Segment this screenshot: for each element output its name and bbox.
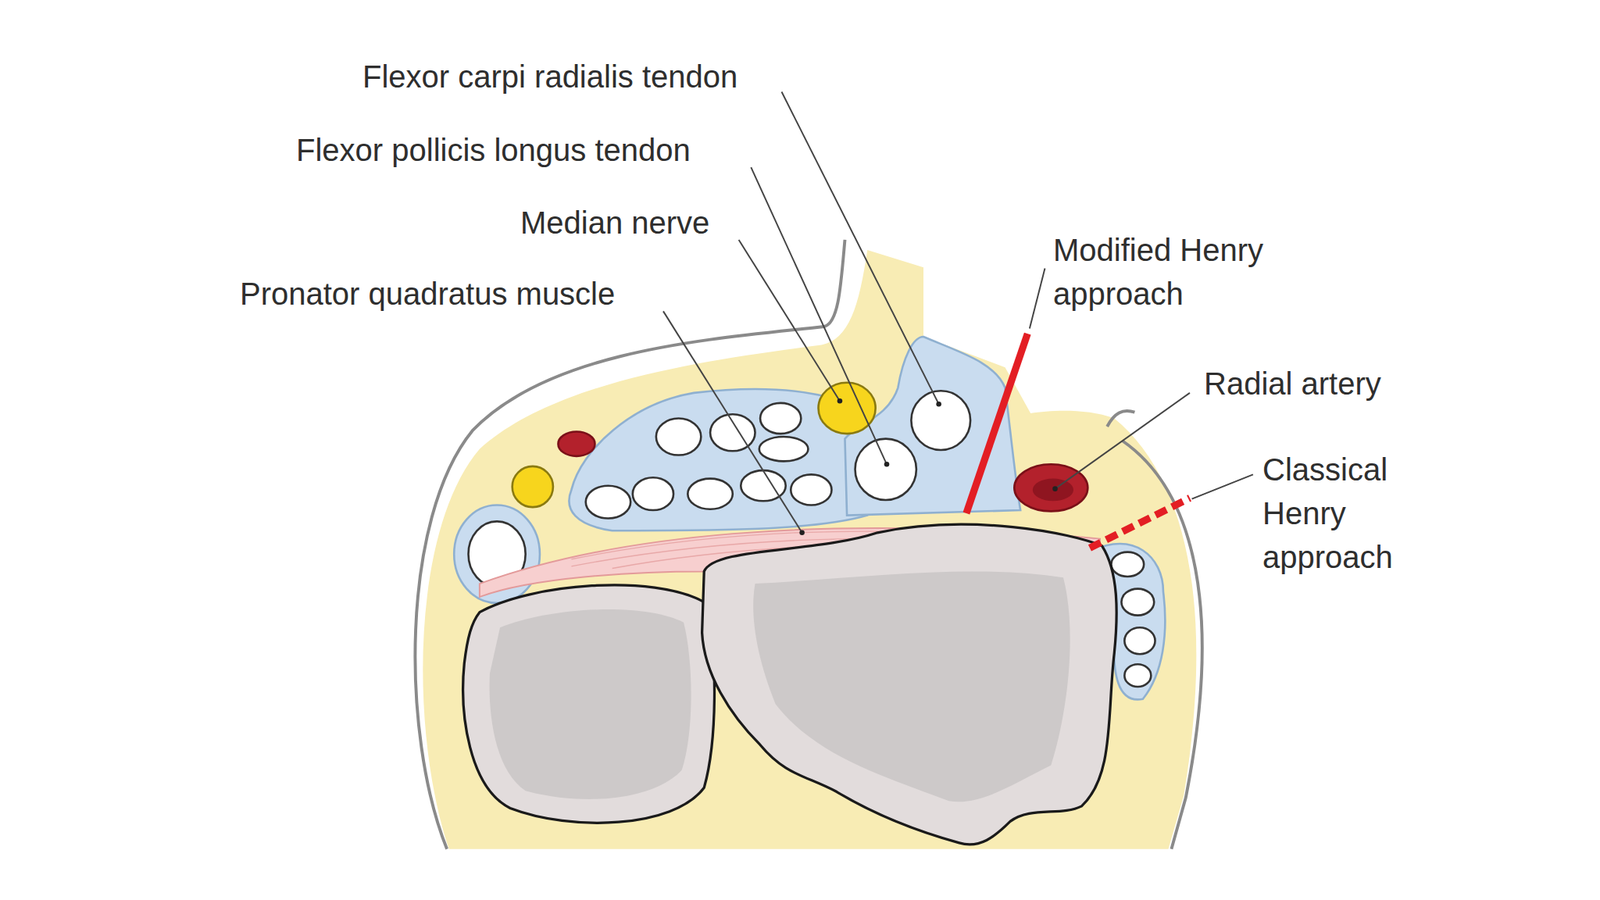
leader-dot bbox=[935, 401, 942, 408]
radius-bone bbox=[702, 524, 1118, 845]
leader-line bbox=[750, 167, 887, 465]
radial-artery bbox=[1014, 464, 1088, 511]
leader-dot bbox=[837, 398, 843, 404]
tendon bbox=[1124, 627, 1155, 654]
leader-dot bbox=[1052, 485, 1058, 492]
tendon bbox=[656, 418, 701, 456]
anatomy-label: Pronator quadratus muscle bbox=[239, 271, 615, 316]
leader-line bbox=[781, 92, 939, 405]
tendon bbox=[790, 474, 832, 505]
anatomy-label: Radial artery bbox=[1203, 361, 1382, 406]
leader-line bbox=[739, 239, 840, 401]
ulnar-artery bbox=[557, 431, 595, 456]
leader-line bbox=[663, 310, 803, 533]
skin-outline bbox=[1107, 410, 1135, 427]
tendon bbox=[585, 485, 631, 519]
anatomy-label: Median nerve bbox=[520, 200, 710, 245]
radius-cancellous bbox=[753, 571, 1071, 802]
leader-line bbox=[1055, 392, 1190, 490]
anatomy-label: Flexor pollicis longus tendon bbox=[296, 128, 691, 172]
radial-artery-lumen bbox=[1032, 478, 1074, 502]
leader-lines bbox=[663, 92, 1254, 533]
fpl-tendon bbox=[855, 439, 917, 500]
ulna-cancellous bbox=[489, 609, 692, 800]
tendon bbox=[760, 403, 801, 434]
fcr-tendon bbox=[910, 390, 971, 450]
leader-line bbox=[1192, 474, 1254, 499]
tendon bbox=[710, 414, 755, 451]
anatomy-label: Classical Henry approach bbox=[1262, 447, 1450, 579]
leader-line bbox=[1029, 268, 1046, 329]
leader-dot bbox=[799, 530, 805, 536]
tendon bbox=[1124, 664, 1151, 687]
tendon bbox=[632, 477, 674, 511]
modified-henry-line bbox=[966, 333, 1028, 514]
classical-henry-line bbox=[1089, 497, 1190, 548]
anatomy-label: Modified Henry approach bbox=[1053, 228, 1335, 316]
leader-dot bbox=[884, 461, 890, 468]
anatomy-label: Flexor carpi radialis tendon bbox=[362, 54, 738, 99]
tendon bbox=[1121, 589, 1154, 616]
leader-dots bbox=[799, 398, 1058, 536]
flexor-tendons bbox=[585, 403, 833, 519]
extensor-tendons bbox=[1110, 552, 1155, 687]
fat-tissue bbox=[422, 250, 1197, 850]
median-nerve bbox=[818, 382, 876, 434]
ulna-bone bbox=[463, 585, 715, 823]
tendon bbox=[1110, 552, 1144, 577]
tendon bbox=[759, 436, 809, 461]
ulnar-nerve bbox=[512, 466, 554, 508]
tendon bbox=[687, 478, 733, 510]
